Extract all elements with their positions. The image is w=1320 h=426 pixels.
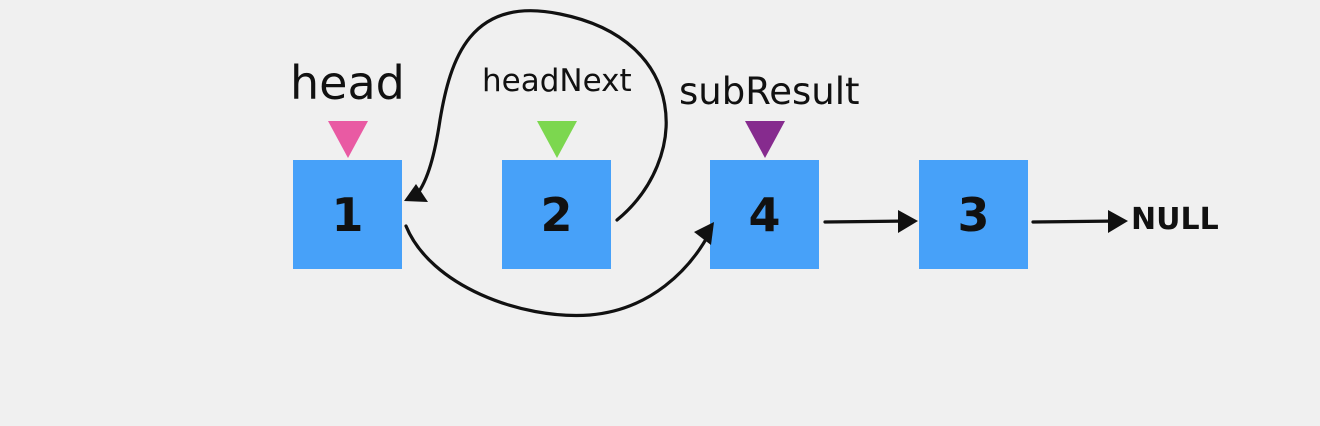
node-3-value: 3 (957, 187, 990, 242)
arrowhead-at-node3 (898, 210, 918, 233)
list-node-2: 2 (502, 160, 611, 269)
head-pointer-label: head (290, 56, 405, 110)
null-terminator-label: NULL (1131, 202, 1219, 237)
list-node-4: 4 (710, 160, 819, 269)
arrowhead-at-node4 (694, 222, 714, 245)
node-4-value: 4 (748, 187, 781, 242)
node-2-value: 2 (540, 187, 573, 242)
list-node-1: 1 (293, 160, 402, 269)
arrow-node4-to-node3 (823, 219, 912, 224)
sub-result-pointer-triangle (745, 121, 785, 158)
head-pointer-triangle (328, 121, 368, 158)
arrow-node2-to-node1 (412, 9, 668, 222)
list-node-3: 3 (919, 160, 1028, 269)
head-next-pointer-label: headNext (482, 63, 632, 99)
arrowhead-at-null (1108, 210, 1128, 233)
arrow-node3-to-null (1031, 219, 1122, 224)
arrowhead-at-node1 (404, 184, 428, 202)
head-next-pointer-triangle (537, 121, 577, 158)
sub-result-pointer-label: subResult (679, 70, 860, 113)
arrow-node1-to-node4 (404, 224, 712, 318)
node-1-value: 1 (331, 187, 364, 242)
